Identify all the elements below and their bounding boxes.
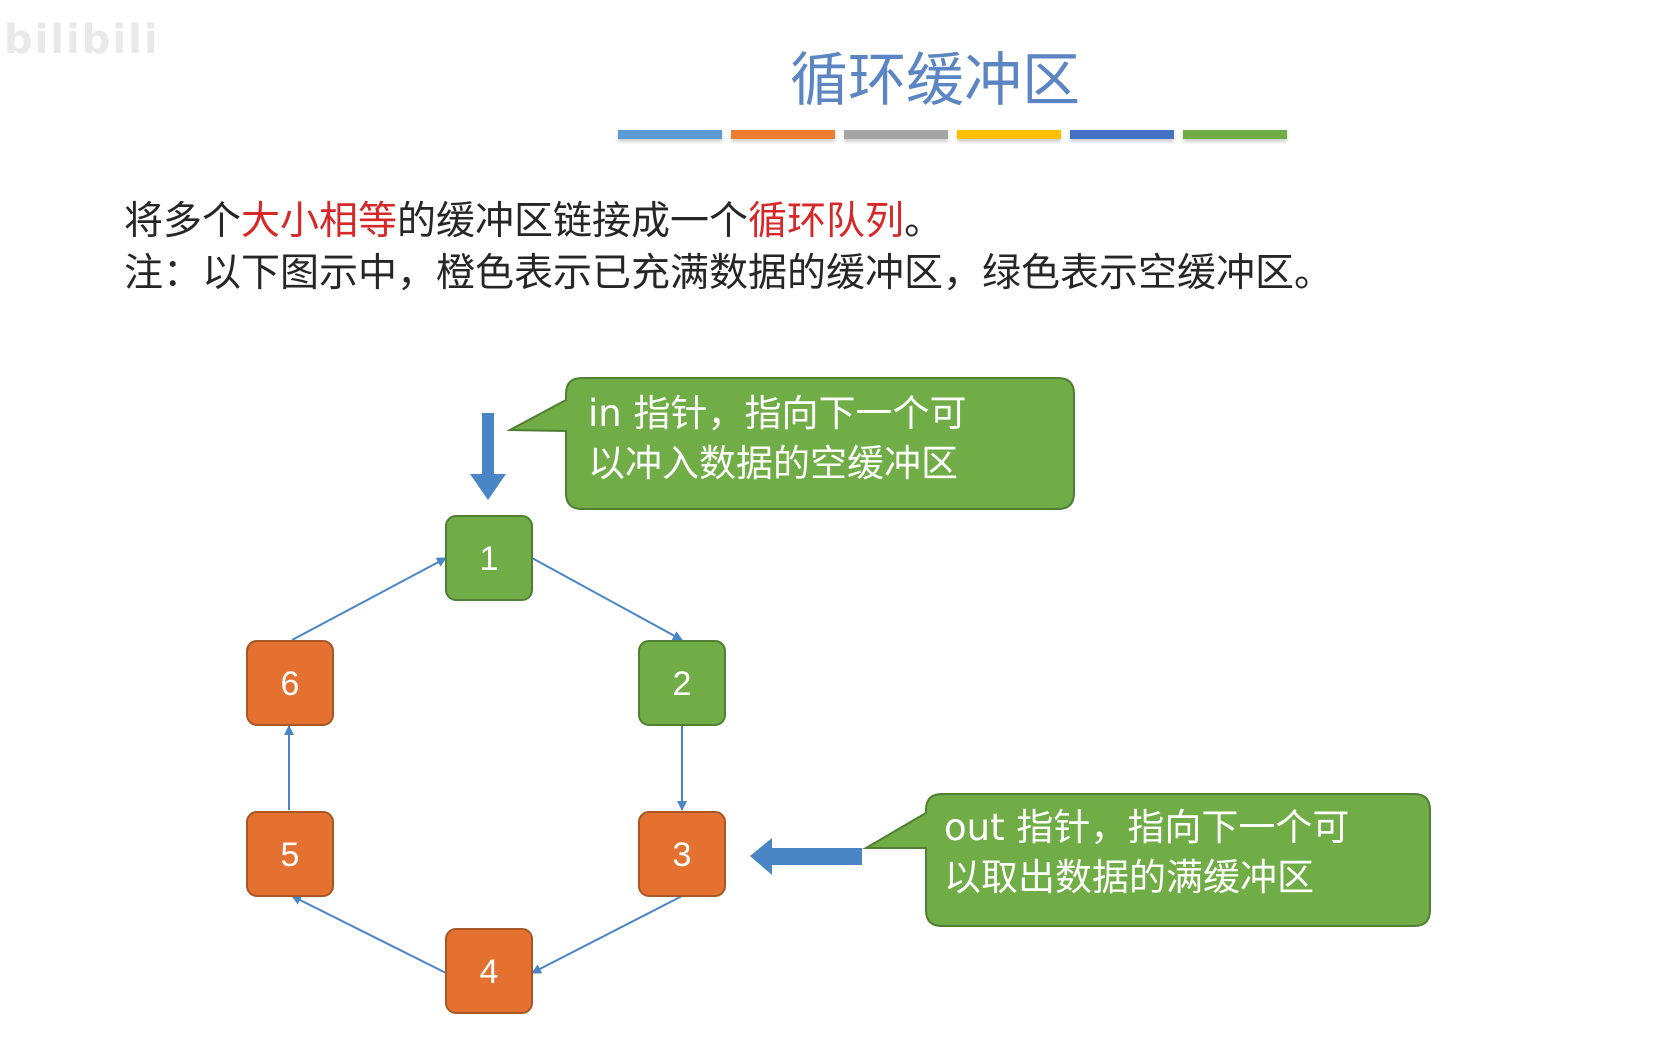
out-pointer-callout-text: out 指针，指向下一个可 以取出数据的满缓冲区 — [944, 803, 1414, 903]
intro-text: 将多个大小相等的缓冲区链接成一个循环队列。 注：以下图示中，橙色表示已充满数据的… — [124, 196, 1564, 300]
highlight-equal-size: 大小相等 — [241, 199, 398, 244]
in-pointer-callout-text: in 指针，指向下一个可 以冲入数据的空缓冲区 — [588, 389, 1058, 489]
buffer-node-6: 6 — [246, 640, 334, 726]
title-underline-bars — [618, 130, 1288, 144]
buffer-box-2 — [638, 640, 726, 726]
intro-line-1: 将多个大小相等的缓冲区链接成一个循环队列。 — [124, 196, 1564, 248]
color-bar-1 — [618, 130, 722, 139]
link-6-to-1 — [291, 557, 447, 641]
bilibili-watermark: bilibili — [4, 17, 160, 63]
color-bar-2 — [731, 130, 835, 139]
highlight-circular-queue: 循环队列 — [748, 199, 905, 244]
buffer-label-6: 6 — [281, 665, 300, 703]
in-callout-line-2: 以冲入数据的空缓冲区 — [588, 442, 958, 485]
in-callout-line-1: in 指针，指向下一个可 — [588, 392, 967, 435]
buffer-box-1 — [445, 515, 533, 601]
out-pointer-callout — [862, 793, 1431, 927]
buffer-box-4 — [445, 928, 533, 1014]
out-pointer-arrow — [750, 838, 862, 875]
color-bar-6 — [1183, 130, 1287, 139]
buffer-label-2: 2 — [673, 665, 692, 703]
buffer-label-1: 1 — [480, 540, 499, 578]
color-bar-4 — [957, 130, 1061, 139]
out-callout-line-1: out 指针，指向下一个可 — [944, 806, 1350, 849]
buffer-node-5: 5 — [246, 811, 334, 897]
buffer-label-4: 4 — [480, 953, 499, 991]
buffer-box-6 — [246, 640, 334, 726]
buffer-box-3 — [638, 811, 726, 897]
link-3-to-4 — [531, 895, 683, 974]
buffer-node-3: 3 — [638, 811, 726, 897]
page-title: 循环缓冲区 — [790, 46, 1081, 114]
buffer-node-1: 1 — [445, 515, 533, 601]
buffer-node-4: 4 — [445, 928, 533, 1014]
in-pointer-arrow — [470, 413, 506, 500]
in-pointer-callout — [506, 377, 1075, 510]
intro-text-part: 将多个 — [124, 199, 242, 244]
link-1-to-2 — [531, 557, 683, 641]
out-callout-line-2: 以取出数据的满缓冲区 — [944, 856, 1314, 899]
intro-line-2: 注：以下图示中，橙色表示已充满数据的缓冲区，绿色表示空缓冲区。 — [124, 251, 1334, 296]
buffer-node-2: 2 — [638, 640, 726, 726]
buffer-label-5: 5 — [281, 836, 300, 874]
link-4-to-5 — [291, 895, 447, 974]
intro-text-part: 的缓冲区链接成一个 — [397, 199, 749, 244]
intro-text-part: 。 — [904, 199, 944, 244]
color-bar-3 — [844, 130, 948, 139]
buffer-label-3: 3 — [673, 836, 692, 874]
color-bar-5 — [1070, 130, 1174, 139]
buffer-box-5 — [246, 811, 334, 897]
